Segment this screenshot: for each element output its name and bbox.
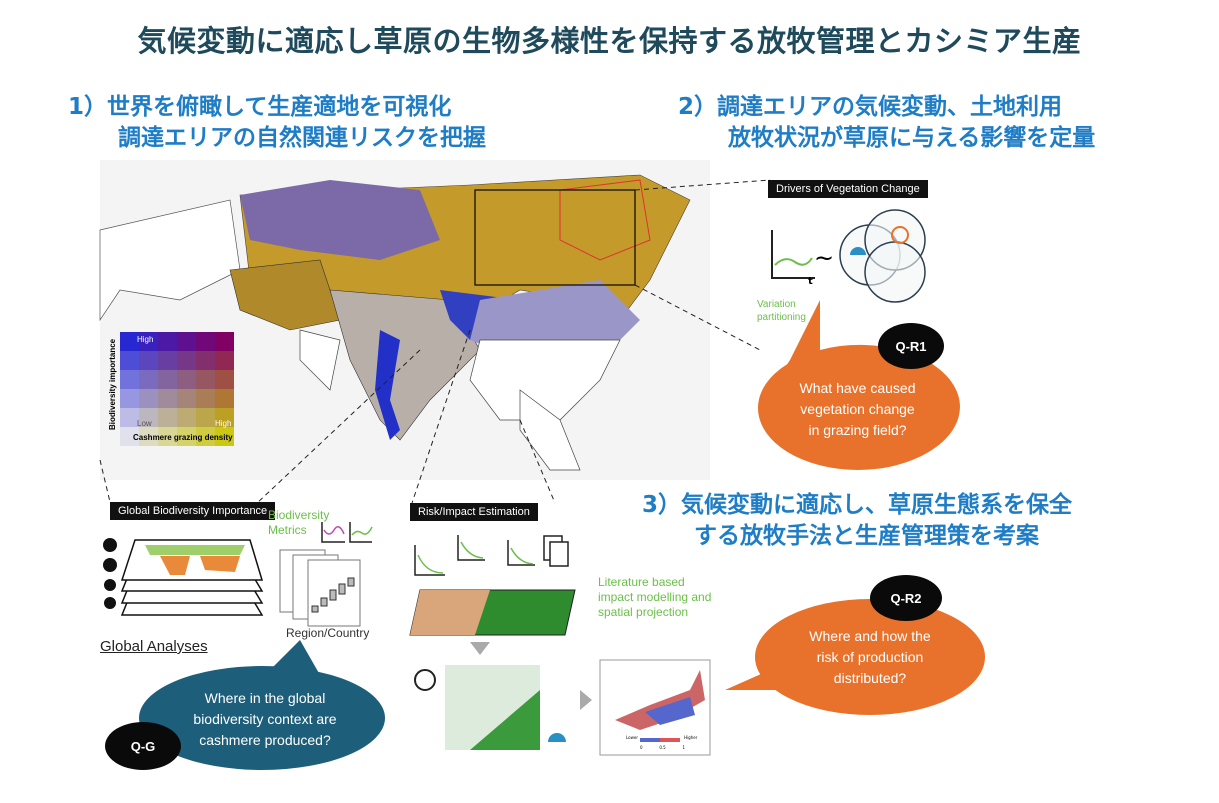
map-higher: Higher bbox=[684, 735, 698, 740]
axis-t: t bbox=[808, 276, 813, 287]
section-1-line2: 調達エリアの自然関連リスクを把握 bbox=[118, 125, 486, 151]
legend-cell bbox=[196, 351, 215, 370]
legend-cell bbox=[120, 427, 139, 446]
tilde: ~ bbox=[814, 244, 835, 272]
legend-cell bbox=[177, 389, 196, 408]
legend-cell bbox=[196, 332, 215, 351]
legend-cell bbox=[215, 427, 234, 446]
global-analyses: Global Analyses bbox=[100, 638, 208, 655]
legend-cell bbox=[139, 427, 158, 446]
legend-y-label: Biodiversity importance bbox=[108, 338, 117, 430]
variation-partitioning: Variation partitioning bbox=[757, 299, 806, 323]
legend-cell bbox=[158, 332, 177, 351]
legend-cell bbox=[120, 332, 139, 351]
legend-cell bbox=[158, 351, 177, 370]
region-country: Region/Country bbox=[286, 626, 370, 640]
right-arrow bbox=[580, 690, 592, 710]
legend-cell bbox=[139, 389, 158, 408]
legend-cell bbox=[177, 408, 196, 427]
legend-cell bbox=[177, 351, 196, 370]
metric-mini-charts bbox=[321, 522, 373, 543]
sheep-icon bbox=[414, 669, 436, 691]
legend-cell bbox=[139, 332, 158, 351]
biodiversity-metrics: Biodiversity Metrics bbox=[268, 508, 330, 537]
legend-cell bbox=[196, 389, 215, 408]
legend-cell bbox=[158, 408, 177, 427]
legend-cell bbox=[158, 370, 177, 389]
legend-cell bbox=[120, 408, 139, 427]
drivers-diagram bbox=[771, 209, 926, 303]
legend-cell bbox=[196, 370, 215, 389]
legend-cell bbox=[215, 332, 234, 351]
stacked-world-maps bbox=[103, 538, 264, 616]
qr2-badge: Q-R2 bbox=[870, 575, 942, 621]
qg-badge: Q-G bbox=[105, 722, 181, 770]
drivers-label: Drivers of Vegetation Change bbox=[768, 180, 928, 198]
legend-high-right: High bbox=[215, 419, 232, 428]
qr2-bubble-shape bbox=[755, 599, 985, 715]
legend-cell bbox=[139, 408, 158, 427]
section-3-heading: 3）気候変動に適応し、草原生態系を保全 する放牧手法と生産管理策を考案 bbox=[642, 490, 1072, 552]
risk-icons bbox=[414, 535, 569, 576]
section-2-line1: 2）調達エリアの気候変動、土地利用 bbox=[678, 94, 1063, 120]
legend-cell bbox=[177, 332, 196, 351]
connector-lines bbox=[99, 179, 771, 506]
legend-cell bbox=[120, 370, 139, 389]
legend-cell bbox=[177, 370, 196, 389]
legend-cell bbox=[120, 389, 139, 408]
legend-cell bbox=[158, 427, 177, 446]
section-1-heading: 1）世界を俯瞰して生産適地を可視化 調達エリアの自然関連リスクを把握 bbox=[68, 92, 486, 154]
literature-note: Literature based impact modelling and sp… bbox=[598, 575, 712, 619]
section-2-heading: 2）調達エリアの気候変動、土地利用 放牧状況が草原に与える影響を定量 bbox=[678, 92, 1095, 154]
legend-cell bbox=[177, 427, 196, 446]
legend-cell bbox=[196, 427, 215, 446]
legend-cell bbox=[158, 389, 177, 408]
legend-low: Low bbox=[137, 419, 152, 428]
qg-bubble-shape bbox=[139, 666, 385, 770]
legend-x-label: Cashmere grazing density bbox=[133, 433, 233, 442]
legend-cell bbox=[196, 408, 215, 427]
section-3-line1: 3）気候変動に適応し、草原生態系を保全 bbox=[642, 492, 1073, 518]
legend-cell bbox=[120, 351, 139, 370]
legend-cell bbox=[139, 351, 158, 370]
risk-map bbox=[615, 670, 705, 730]
boxplots bbox=[279, 549, 361, 627]
legend-cell bbox=[139, 370, 158, 389]
risk-impact-label: Risk/Impact Estimation bbox=[410, 503, 538, 521]
down-arrow bbox=[470, 642, 490, 655]
legend-high-top: High bbox=[137, 335, 154, 344]
legend-cell bbox=[215, 370, 234, 389]
legend-cell bbox=[215, 408, 234, 427]
section-1-line1: 1）世界を俯瞰して生産適地を可視化 bbox=[68, 94, 452, 120]
section-2-line2: 放牧状況が草原に与える影響を定量 bbox=[728, 125, 1096, 151]
bivariate-legend bbox=[120, 332, 234, 446]
umbrella-icon bbox=[548, 733, 566, 742]
legend-cell bbox=[215, 351, 234, 370]
map-lower: Lower bbox=[626, 735, 638, 740]
legend-cell bbox=[215, 389, 234, 408]
global-biodiversity-label: Global Biodiversity Importance bbox=[110, 502, 276, 520]
qr1-badge: Q-R1 bbox=[878, 323, 944, 369]
slide-title: 気候変動に適応し草原の生物多様性を保持する放牧管理とカシミア生産 bbox=[137, 24, 1082, 58]
section-3-line2: する放牧手法と生産管理策を考案 bbox=[694, 523, 1039, 549]
